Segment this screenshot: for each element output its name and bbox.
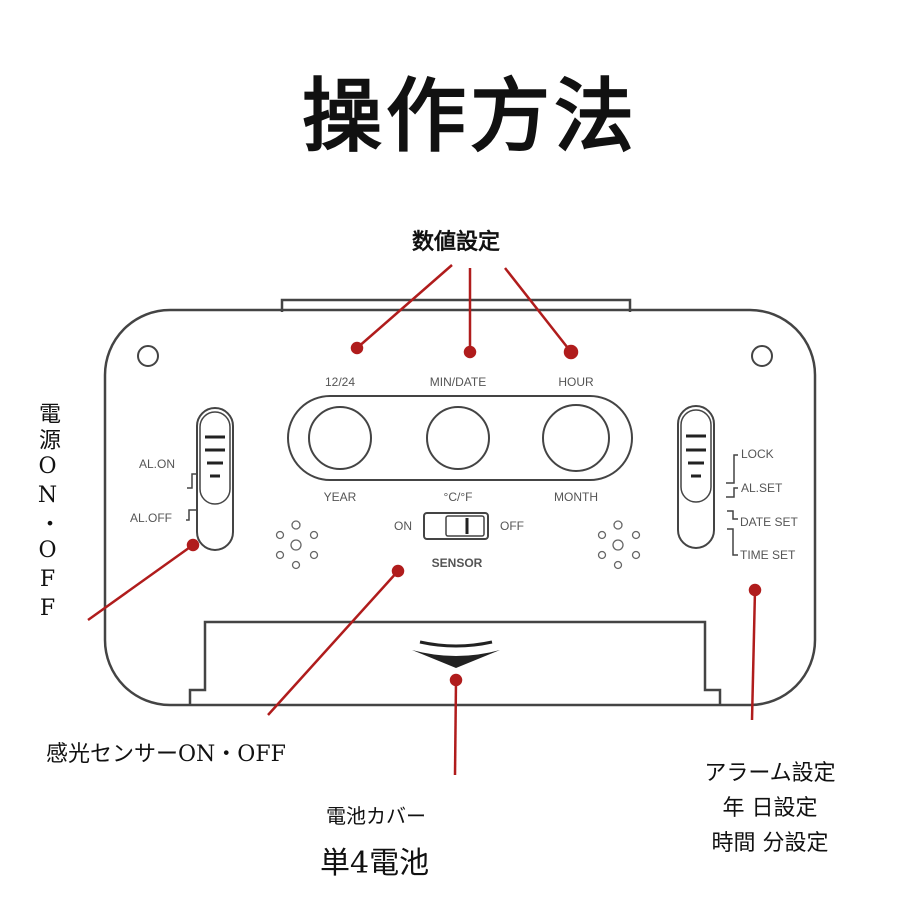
label-sensor-on: ON xyxy=(394,519,412,533)
left-switch-knob xyxy=(199,411,231,505)
callout-power: 電源ON・OFF xyxy=(35,402,60,625)
callout-alarm-settings: アラーム設定 年 日設定 時間 分設定 xyxy=(680,756,860,861)
callout-battery-type: 単4電池 xyxy=(320,846,430,881)
screw-hole-left xyxy=(137,345,159,367)
callout-lines xyxy=(87,264,762,776)
label-al-set: AL.SET xyxy=(741,481,783,495)
label-year: YEAR xyxy=(324,490,357,504)
clock-body xyxy=(103,308,817,707)
battery-cover xyxy=(188,620,722,705)
callout-alarm-line: 時間 分設定 xyxy=(711,831,829,856)
right-switch-track xyxy=(677,405,715,549)
page-title: 操作方法 xyxy=(302,69,638,163)
callout-value-setting: 数値設定 xyxy=(412,229,501,255)
label-sensor: SENSOR xyxy=(432,556,483,570)
label-time-set: TIME SET xyxy=(740,548,796,562)
screw-hole-right xyxy=(751,345,773,367)
callout-alarm-line: 年 日設定 xyxy=(722,796,818,821)
button-12-24 xyxy=(308,406,372,470)
sensor-switch xyxy=(423,512,489,540)
callout-battery-cover: 電池カバー xyxy=(326,804,426,828)
callout-sensor: 感光センサーON・OFF xyxy=(46,742,286,767)
label-sensor-off: OFF xyxy=(500,519,524,533)
left-switch-track xyxy=(196,407,234,551)
button-hour xyxy=(542,404,610,472)
label-al-on: AL.ON xyxy=(139,457,175,471)
speaker-holes-left xyxy=(275,520,319,570)
label-temp-unit: °C/°F xyxy=(444,490,473,504)
label-date-set: DATE SET xyxy=(740,515,798,529)
label-lock: LOCK xyxy=(741,447,774,461)
label-hour: HOUR xyxy=(558,375,594,389)
right-switch-knob xyxy=(680,409,712,503)
label-month: MONTH xyxy=(554,490,598,504)
callout-alarm-line: アラーム設定 xyxy=(704,761,836,786)
button-panel xyxy=(287,395,633,481)
label-12-24: 12/24 xyxy=(325,375,355,389)
top-tab xyxy=(280,298,632,312)
battery-arrow-icon xyxy=(412,650,500,668)
button-min-date xyxy=(426,406,490,470)
speaker-holes-right xyxy=(597,520,641,570)
label-min-date: MIN/DATE xyxy=(430,375,486,389)
label-al-off: AL.OFF xyxy=(130,511,172,525)
